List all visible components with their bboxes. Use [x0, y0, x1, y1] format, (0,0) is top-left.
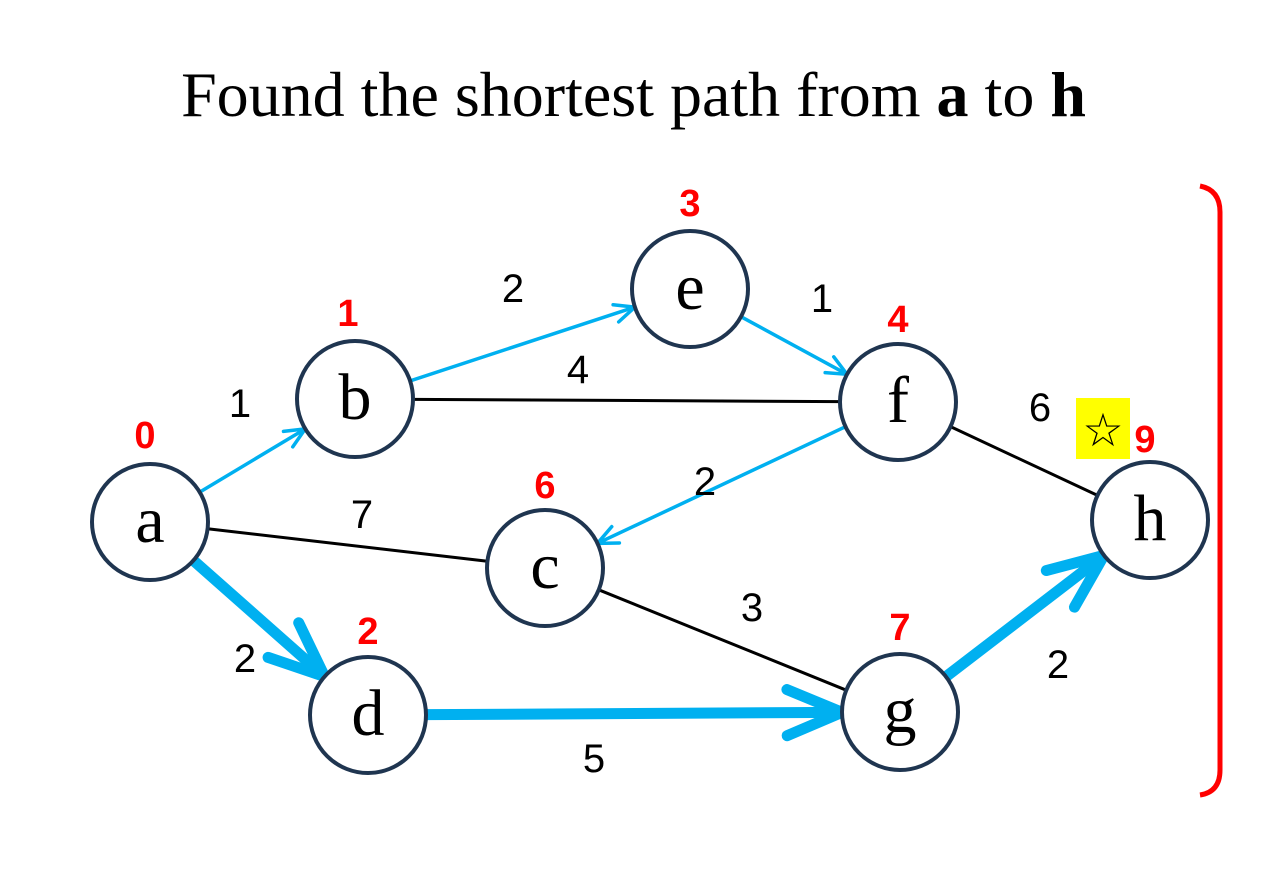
red-bracket: [1199, 183, 1223, 798]
node-e: e3: [630, 183, 750, 349]
edge-a-d: 2: [187, 554, 331, 683]
node-label: g: [884, 674, 917, 747]
node-distance: 2: [357, 611, 378, 653]
edge-line: [940, 549, 1110, 683]
node-distance: 3: [679, 183, 700, 225]
node-label: h: [1134, 482, 1167, 555]
node-circle: [838, 342, 958, 462]
node-circle: [295, 339, 415, 459]
node-distance: 9: [1134, 419, 1155, 461]
edge-c-g: 3: [597, 586, 848, 692]
edge-weight: 2: [234, 637, 256, 681]
edge-weight: 2: [1047, 643, 1069, 687]
node-b: b1: [295, 293, 415, 459]
node-c: c6: [485, 465, 605, 628]
edge-b-f: 4: [411, 348, 842, 404]
node-label: c: [530, 530, 559, 603]
node-a: a0: [90, 415, 210, 582]
node-circle: [308, 655, 428, 775]
edge-weight: 1: [229, 382, 251, 426]
edge-line: [597, 588, 848, 692]
node-distance: 6: [534, 465, 555, 507]
title-target: h: [1050, 59, 1086, 130]
star-icon: ☆: [1076, 398, 1130, 459]
node-label: f: [887, 364, 909, 437]
node-circle: [630, 229, 750, 349]
node-d: d2: [308, 611, 428, 775]
node-circle: [485, 508, 605, 628]
edge-weight: 2: [502, 267, 524, 311]
edge-line: [411, 397, 842, 404]
edge-g-h: 2: [940, 549, 1110, 687]
edge-line: [949, 425, 1099, 497]
edge-line: [197, 427, 308, 494]
edge-b-e: 2: [408, 267, 637, 383]
node-circle: [840, 652, 960, 772]
node-label: a: [135, 484, 164, 557]
edge-weight: 1: [811, 277, 833, 321]
node-circle: [1090, 460, 1210, 580]
node-label: e: [675, 251, 704, 324]
edge-line: [739, 314, 849, 377]
node-circle: [90, 462, 210, 582]
title-source: a: [936, 59, 969, 130]
edge-weight: 4: [567, 348, 589, 392]
edge-weight: 2: [694, 460, 716, 504]
node-h: h9: [1090, 419, 1210, 580]
arrow-head-icon: [281, 427, 308, 449]
edge-weight: 5: [583, 737, 605, 781]
node-label: d: [352, 677, 385, 750]
node-distance: 0: [134, 415, 155, 457]
edge-line: [206, 527, 489, 563]
node-label: b: [339, 361, 372, 434]
node-distance: 7: [889, 607, 910, 649]
edge-line: [187, 554, 331, 683]
edge-f-c: 2: [595, 424, 848, 546]
edge-d-g: 5: [420, 684, 848, 781]
edge-line: [408, 305, 637, 383]
edge-weight: 6: [1029, 386, 1051, 430]
node-g: g7: [840, 607, 960, 772]
edge-line: [420, 706, 848, 721]
node-distance: 4: [887, 299, 908, 341]
edge-line: [595, 424, 848, 546]
edge-e-f: 1: [739, 277, 849, 377]
title-text: to: [968, 59, 1051, 130]
edge-f-h: 6: [949, 386, 1099, 497]
edge-weight: 7: [351, 493, 373, 537]
title-text: Found the shortest path from: [181, 59, 937, 130]
edge-weight: 3: [741, 586, 763, 630]
node-distance: 1: [337, 293, 358, 335]
page-title: Found the shortest path from a to h: [0, 58, 1267, 132]
edge-a-c: 7: [206, 493, 489, 563]
star-glyph: ☆: [1082, 403, 1123, 457]
edge-a-b: 1: [197, 382, 308, 494]
node-f: f4: [838, 299, 958, 462]
